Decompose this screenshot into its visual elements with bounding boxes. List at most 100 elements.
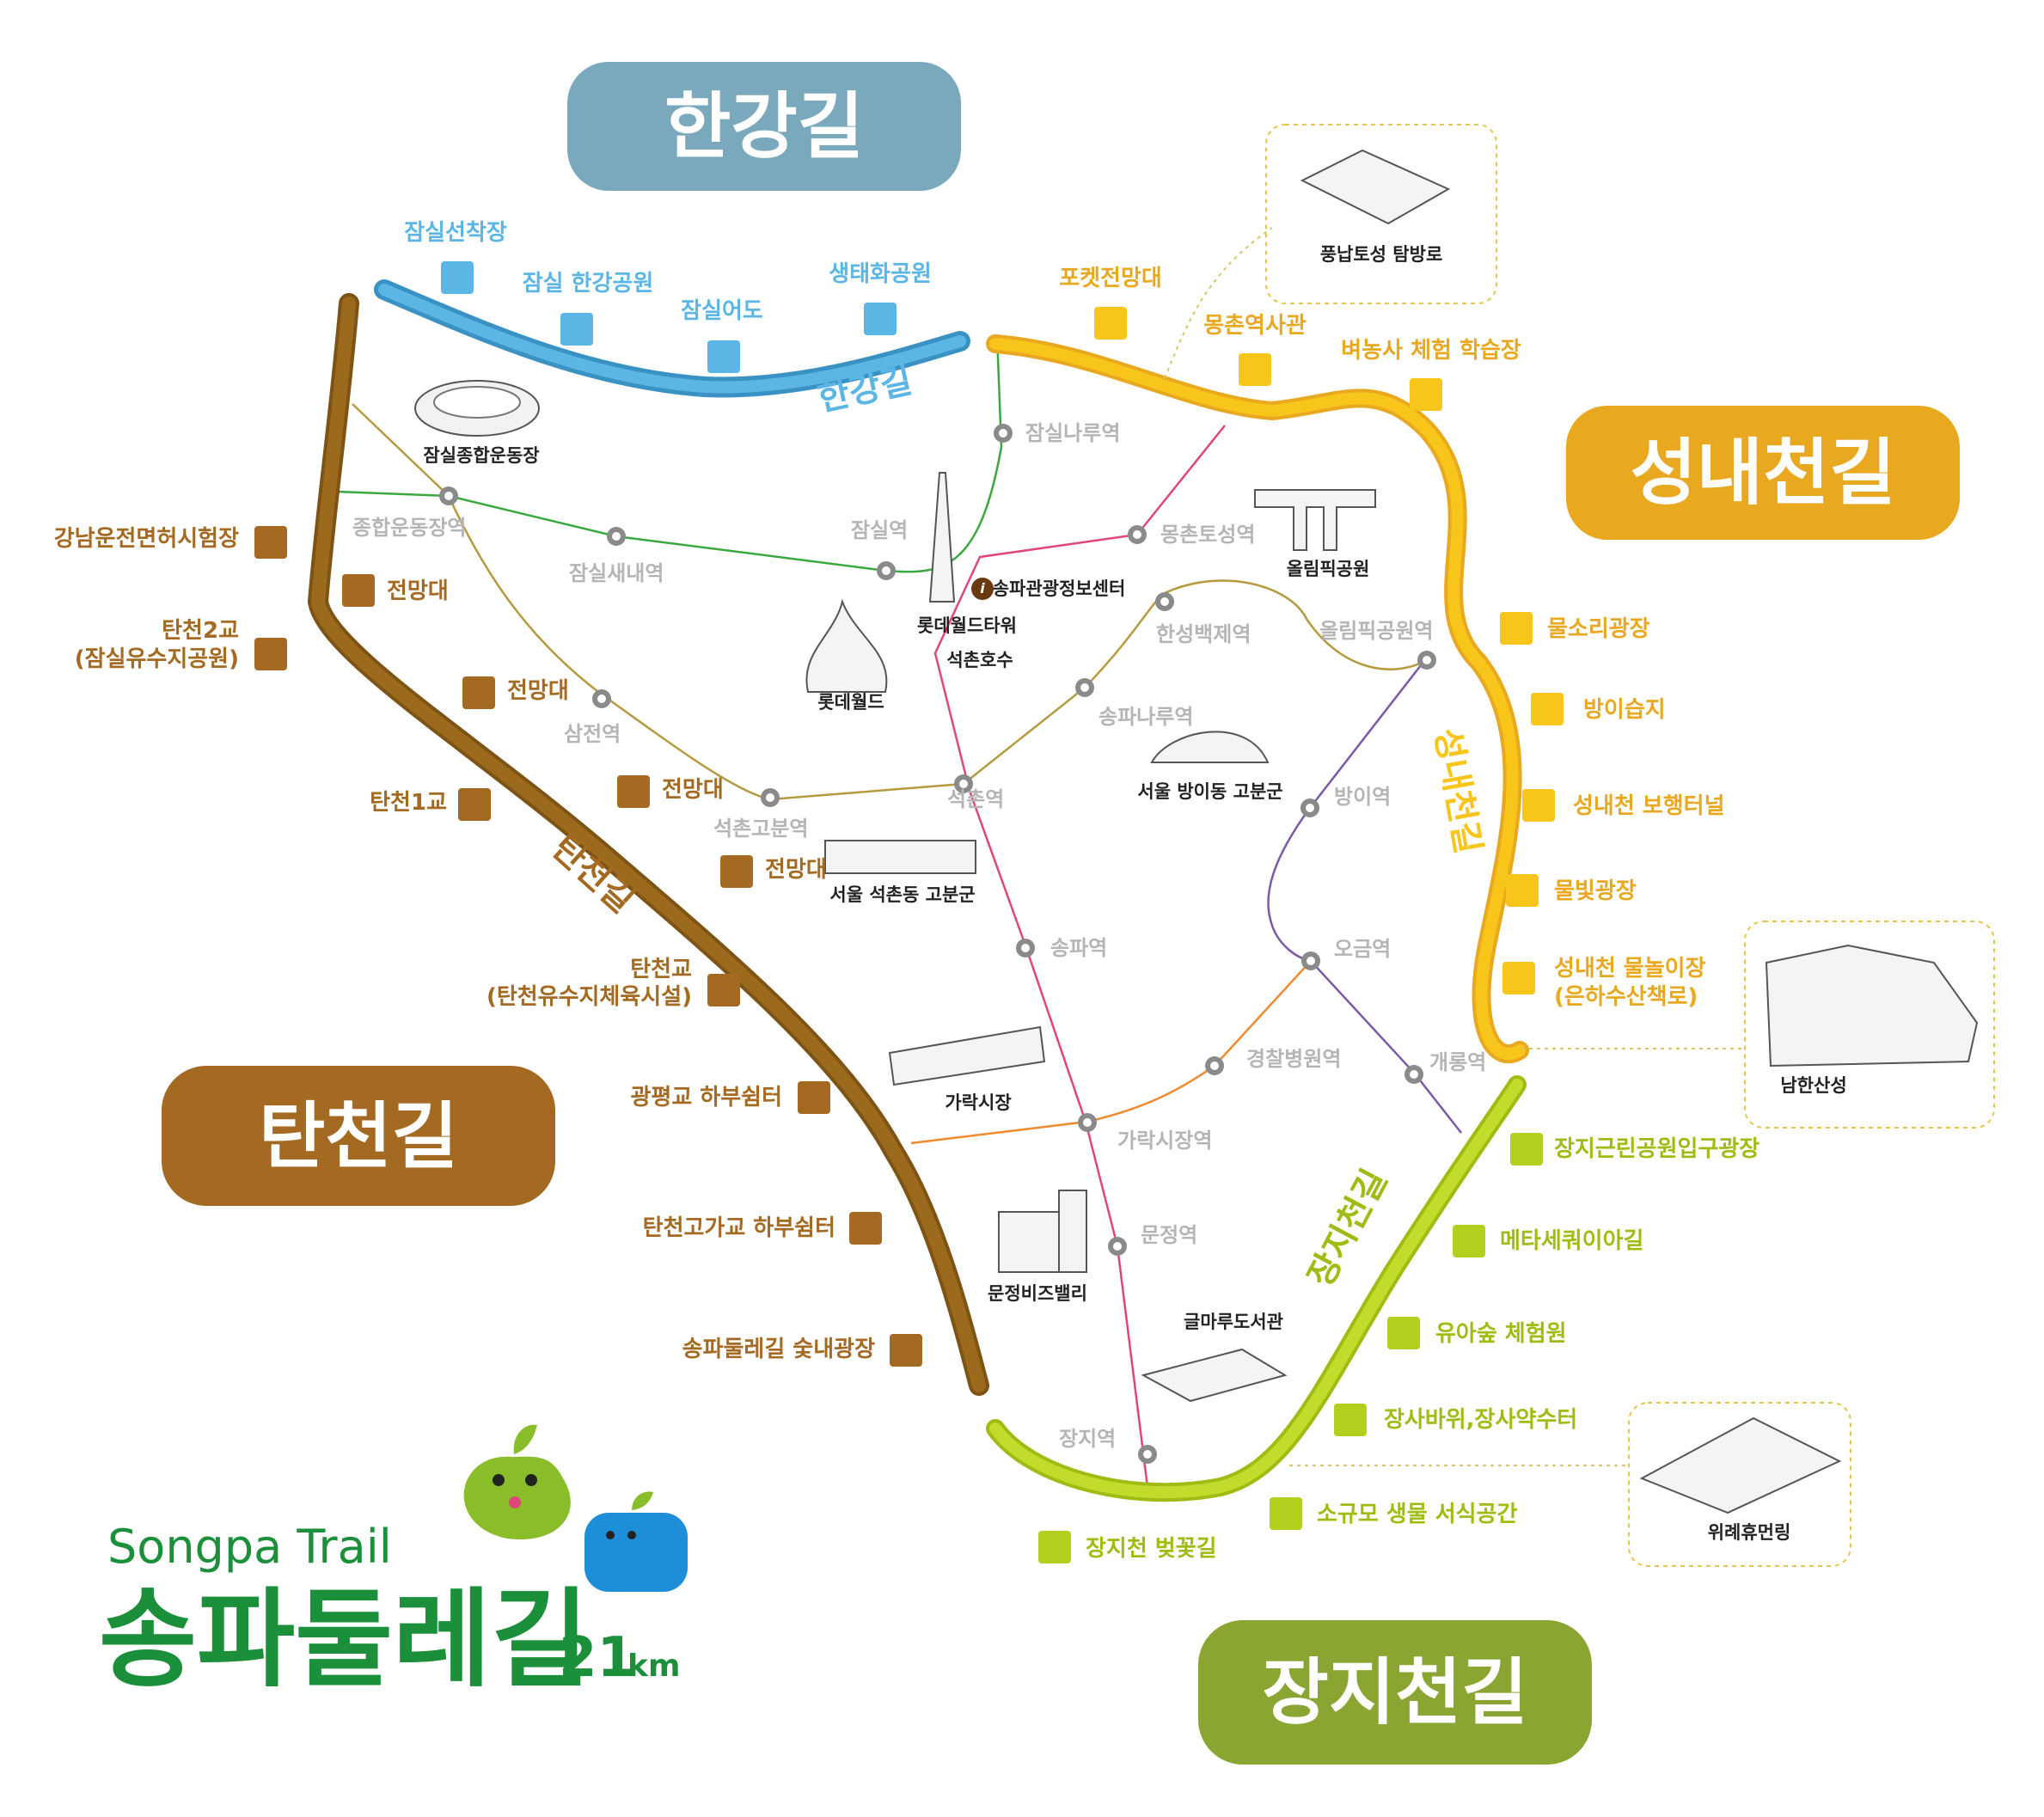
poi-jamsil-hangang-park[interactable]: 잠실 한강공원 — [523, 271, 654, 346]
title-seongnae: 성내천길 — [1630, 431, 1895, 515]
svg-text:방이습지: 방이습지 — [1583, 697, 1666, 723]
poi-sunnae-plaza[interactable]: 송파둘레길 숯내광장 — [682, 1334, 922, 1367]
svg-text:송파둘레길 숯내광장: 송파둘레길 숯내광장 — [682, 1337, 875, 1362]
poi-tancheon1-bridge[interactable]: 탄천1교 — [370, 788, 491, 821]
landmark-seokchon-lake[interactable]: 석촌호수 — [946, 650, 1013, 670]
landmark-jamsil-stadium[interactable]: 잠실종합운동장 — [414, 380, 540, 466]
landmark-munjeong-valley[interactable]: 문정비즈밸리 — [988, 1190, 1087, 1304]
poi-small-habitat[interactable]: 소규모 생물 서식공간 — [1270, 1497, 1517, 1530]
landmark-lotte-world[interactable]: 롯데월드 — [805, 598, 888, 713]
svg-text:생태화공원: 생태화공원 — [829, 261, 932, 287]
station-samjeon[interactable]: 삼전역 — [564, 689, 621, 746]
stations: 잠실나루역 종합운동장역 잠실새내역 잠실역 몽촌토성역 한성백제역 올림픽공원… — [352, 421, 1486, 1464]
station-sports-complex[interactable]: 종합운동장역 — [352, 486, 466, 540]
poi-water-light-plaza[interactable]: 물빛광장 — [1506, 874, 1637, 907]
poi-eco-park[interactable]: 생태화공원 — [829, 261, 932, 335]
svg-text:(잠실유수지공원): (잠실유수지공원) — [75, 646, 239, 672]
poi-cherry-blossom-road[interactable]: 장지천 벚꽃길 — [1038, 1531, 1217, 1563]
poi-walking-tunnel[interactable]: 성내천 보행터널 — [1522, 789, 1725, 822]
poi-jamsil-fishway[interactable]: 잠실어도 — [681, 298, 763, 373]
logo: Songpa Trail 송파둘레길 21 km — [99, 1424, 688, 1702]
poi-overpass-shelter[interactable]: 탄천고가교 하부쉼터 — [643, 1212, 882, 1245]
pictogram-icon — [849, 1212, 882, 1245]
poi-mongchon-museum[interactable]: 몽촌역사관 — [1203, 313, 1307, 386]
svg-text:송파관광정보센터: 송파관광정보센터 — [993, 578, 1126, 599]
landmark-olympic-park[interactable]: 올림픽공원 — [1254, 489, 1376, 579]
station-seokchongobun[interactable]: 석촌고분역 — [713, 788, 808, 841]
poi-rice-farming[interactable]: 벼농사 체험 학습장 — [1341, 338, 1521, 411]
station-mongchontoseong[interactable]: 몽촌토성역 — [1128, 523, 1255, 547]
station-garak-market[interactable]: 가락시장역 — [1078, 1113, 1212, 1153]
svg-text:위례휴먼링: 위례휴먼링 — [1708, 1522, 1791, 1543]
svg-text:석촌역: 석촌역 — [947, 787, 1004, 811]
svg-text:오금역: 오금역 — [1334, 937, 1391, 961]
station-hanseongbaekje[interactable]: 한성백제역 — [1155, 592, 1251, 646]
svg-text:성내천 보행터널: 성내천 보행터널 — [1573, 793, 1725, 819]
poi-bangi-wetland[interactable]: 방이습지 — [1531, 693, 1666, 725]
pois-jangji: 장지근린공원입구광장 메타세쿼이아길 유아숲 체험원 장사바위,장사약수터 소규… — [1038, 1133, 1759, 1563]
poi-jangsa-rock[interactable]: 장사바위,장사약수터 — [1334, 1404, 1577, 1436]
poi-water-playground[interactable]: 성내천 물놀이장 (은하수산책로) — [1502, 956, 1706, 1010]
svg-text:경찰병원역: 경찰병원역 — [1246, 1047, 1341, 1071]
poi-observatory-4[interactable]: 전망대 — [720, 855, 827, 888]
pois-tancheon: 강남운전면허시험장 전망대 탄천2교 (잠실유수지공원) 전망대 탄천1교 전망… — [54, 526, 922, 1367]
blue-mascot-leaf — [632, 1491, 653, 1510]
station-bangi[interactable]: 방이역 — [1300, 785, 1391, 817]
pictogram-icon — [254, 526, 287, 559]
poi-tancheon2-bridge[interactable]: 탄천2교 (잠실유수지공원) — [75, 618, 287, 672]
svg-text:올림픽공원역: 올림픽공원역 — [1319, 619, 1433, 643]
landmark-namhansanseong[interactable]: 남한산성 — [1765, 944, 1979, 1096]
poi-gwangpyeong-shelter[interactable]: 광평교 하부쉼터 — [631, 1081, 831, 1114]
poi-pocket-observatory[interactable]: 포켓전망대 — [1059, 266, 1162, 340]
landmark-bangi-tombs[interactable]: 서울 방이동 고분군 — [1137, 731, 1283, 802]
pictogram-icon — [1531, 693, 1564, 725]
landmark-wirye-humanring[interactable]: 위례휴먼링 — [1639, 1416, 1842, 1543]
station-gaerong[interactable]: 개롱역 — [1404, 1050, 1486, 1084]
station-ogeum[interactable]: 오금역 — [1301, 937, 1391, 970]
poi-driving-test-center[interactable]: 강남운전면허시험장 — [54, 526, 287, 559]
pictogram-icon — [342, 574, 375, 607]
station-munjeong[interactable]: 문정역 — [1108, 1223, 1197, 1256]
landmark-tourist-info[interactable]: i 송파관광정보센터 — [971, 578, 1125, 600]
svg-text:장지역: 장지역 — [1059, 1427, 1116, 1451]
svg-text:롯데월드타워: 롯데월드타워 — [917, 615, 1017, 636]
poi-tancheon-bridge[interactable]: 탄천교 (탄천유수지체육시설) — [487, 957, 740, 1010]
station-songpanaru[interactable]: 송파나루역 — [1075, 678, 1193, 729]
station-police-hospital[interactable]: 경찰병원역 — [1205, 1047, 1341, 1075]
landmark-garak-market[interactable]: 가락시장 — [888, 1025, 1046, 1113]
svg-text:송파나루역: 송파나루역 — [1098, 705, 1193, 729]
landmark-geulmaru-library[interactable]: 글마루도서관 — [1141, 1312, 1288, 1403]
station-seokchon[interactable]: 석촌역 — [947, 774, 1004, 811]
svg-text:잠실종합운동장: 잠실종합운동장 — [423, 445, 539, 466]
svg-text:잠실선착장: 잠실선착장 — [404, 220, 507, 246]
poi-jamsil-wharf[interactable]: 잠실선착장 — [404, 220, 507, 294]
station-jamsil[interactable]: 잠실역 — [851, 518, 908, 580]
poi-water-sound-plaza[interactable]: 물소리광장 — [1500, 612, 1650, 645]
landmark-lotte-world-tower[interactable]: 롯데월드타워 — [917, 472, 1017, 636]
landmark-pungnap-fortress[interactable]: 풍납토성 탐방로 — [1300, 149, 1451, 265]
poi-jangji-park-entrance[interactable]: 장지근린공원입구광장 — [1510, 1133, 1759, 1165]
pictogram-icon — [462, 676, 495, 709]
pictogram-icon — [1506, 874, 1539, 907]
svg-text:잠실새내역: 잠실새내역 — [569, 561, 664, 585]
svg-text:종합운동장역: 종합운동장역 — [352, 516, 466, 540]
svg-text:잠실어도: 잠실어도 — [681, 298, 763, 324]
svg-text:장지천 벚꽃길: 장지천 벚꽃길 — [1086, 1536, 1217, 1562]
station-olympic-park[interactable]: 올림픽공원역 — [1319, 619, 1436, 670]
station-jangji[interactable]: 장지역 — [1059, 1427, 1157, 1464]
station-songpa[interactable]: 송파역 — [1016, 936, 1107, 960]
station-jamsillaru[interactable]: 잠실나루역 — [994, 421, 1120, 445]
pictogram-icon — [720, 855, 753, 888]
poi-observatory-1[interactable]: 전망대 — [342, 574, 449, 607]
pictogram-icon — [1038, 1531, 1071, 1563]
svg-text:유아숲 체험원: 유아숲 체험원 — [1435, 1321, 1567, 1347]
pictogram-icon — [1500, 612, 1533, 645]
landmark-seokchon-tombs[interactable]: 서울 석촌동 고분군 — [824, 840, 976, 905]
station-jamsilsaenae[interactable]: 잠실새내역 — [569, 527, 664, 585]
poi-observatory-2[interactable]: 전망대 — [462, 676, 569, 709]
poi-forest-experience[interactable]: 유아숲 체험원 — [1387, 1317, 1567, 1349]
pois-hangang: 잠실선착장 잠실 한강공원 잠실어도 생태화공원 — [404, 220, 932, 373]
landmarks: 잠실종합운동장 롯데월드타워 i 송파관광정보센터 석촌호수 롯데월드 올림픽공… — [414, 149, 1979, 1543]
poi-observatory-3[interactable]: 전망대 — [617, 775, 724, 808]
poi-metasequoia-road[interactable]: 메타세쿼이아길 — [1453, 1225, 1643, 1257]
